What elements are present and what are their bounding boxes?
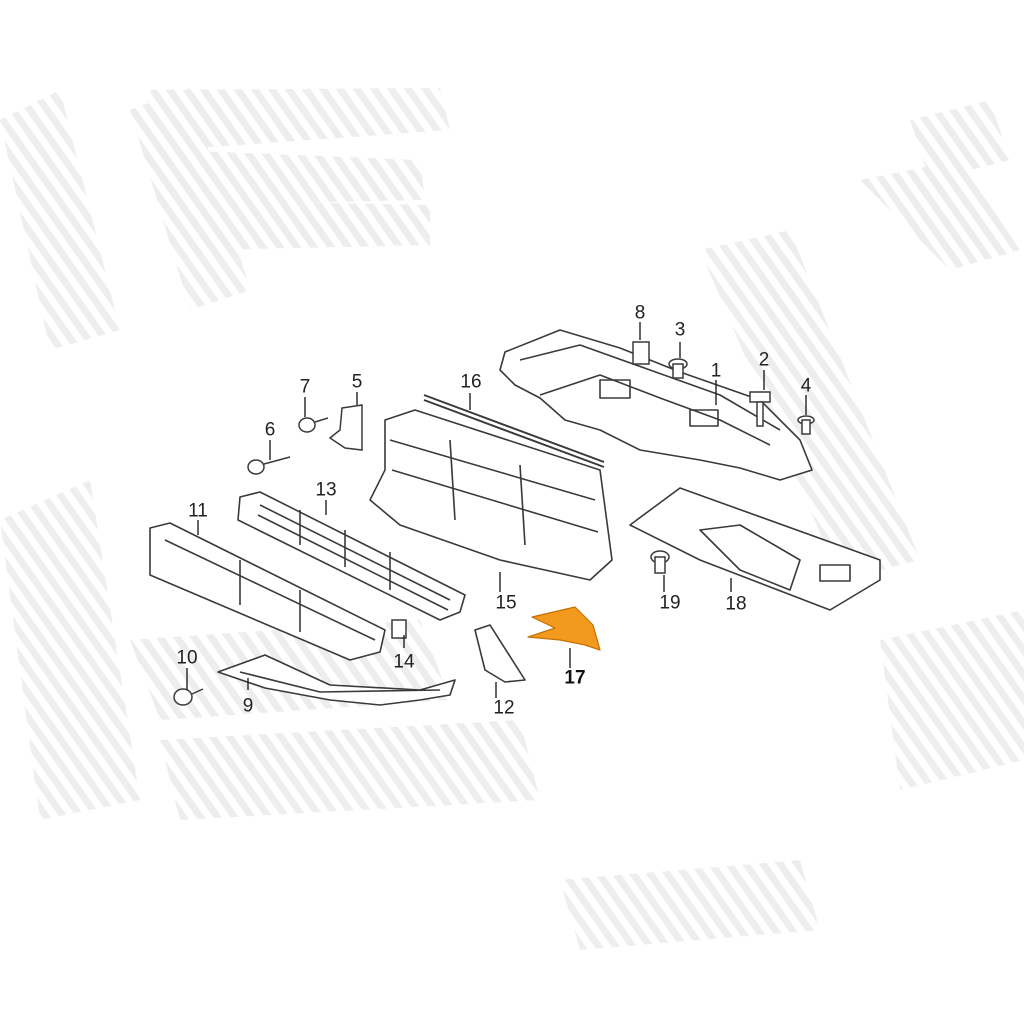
part-8-clip xyxy=(632,341,650,365)
callout-3: 3 xyxy=(674,319,686,341)
part-17-highlighted-deflector xyxy=(527,606,601,651)
part-5-bracket xyxy=(328,404,363,451)
callout-18: 18 xyxy=(725,593,747,615)
callout-7: 7 xyxy=(299,376,311,398)
part-2-bolt xyxy=(749,391,771,427)
part-15-air-duct xyxy=(369,409,613,581)
part-10-bolt xyxy=(173,688,204,706)
callout-4: 4 xyxy=(800,375,812,397)
part-16-seal-strip xyxy=(423,394,605,468)
leader-lines xyxy=(186,322,807,698)
part-7-bolt xyxy=(298,417,329,433)
part-11-lower-support xyxy=(149,522,386,661)
part-4-clip xyxy=(797,415,815,435)
part-18-engine-shield xyxy=(629,487,881,611)
fasteners xyxy=(173,341,815,706)
callout-5: 5 xyxy=(351,371,363,393)
callout-8: 8 xyxy=(634,302,646,324)
callout-10: 10 xyxy=(176,647,198,669)
part-19-clip xyxy=(650,550,670,574)
part-6-bolt xyxy=(247,456,291,475)
part-3-nut xyxy=(668,358,688,379)
callout-13: 13 xyxy=(315,479,337,501)
part-9-lower-bracket xyxy=(217,654,456,706)
callout-6: 6 xyxy=(264,419,276,441)
callout-17: 17 xyxy=(564,667,586,689)
callout-14: 14 xyxy=(393,651,415,673)
callout-19: 19 xyxy=(659,592,681,614)
callout-15: 15 xyxy=(495,592,517,614)
callout-12: 12 xyxy=(493,697,515,719)
part-1-upper-crossmember xyxy=(499,329,813,481)
callout-9: 9 xyxy=(242,695,254,717)
callout-11: 11 xyxy=(188,500,208,522)
part-13-shutter-frame xyxy=(237,491,466,621)
part-14-clip xyxy=(391,619,407,639)
callout-1: 1 xyxy=(710,360,722,382)
part-12-side-deflector xyxy=(474,624,526,683)
callout-2: 2 xyxy=(758,349,770,371)
callout-16: 16 xyxy=(460,371,482,393)
